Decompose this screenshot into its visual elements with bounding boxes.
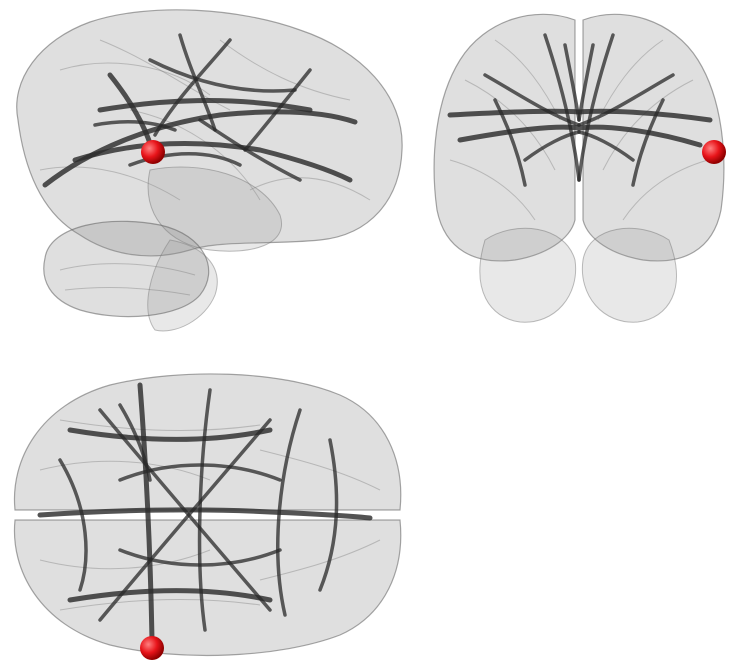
cerebellum-left [480, 228, 576, 322]
right-hemisphere-surface [14, 520, 400, 655]
sagittal-view [0, 0, 410, 340]
axial-view [0, 360, 410, 669]
cerebellum-right [582, 228, 676, 322]
cerebellum-surface [44, 221, 209, 316]
seed-node-marker [140, 636, 164, 660]
left-hemisphere-surface [434, 14, 575, 261]
left-hemisphere-surface [14, 374, 400, 510]
seed-node-marker [702, 140, 726, 164]
seed-node-marker [141, 140, 165, 164]
coronal-view [425, 0, 729, 340]
right-hemisphere-surface [583, 14, 724, 261]
